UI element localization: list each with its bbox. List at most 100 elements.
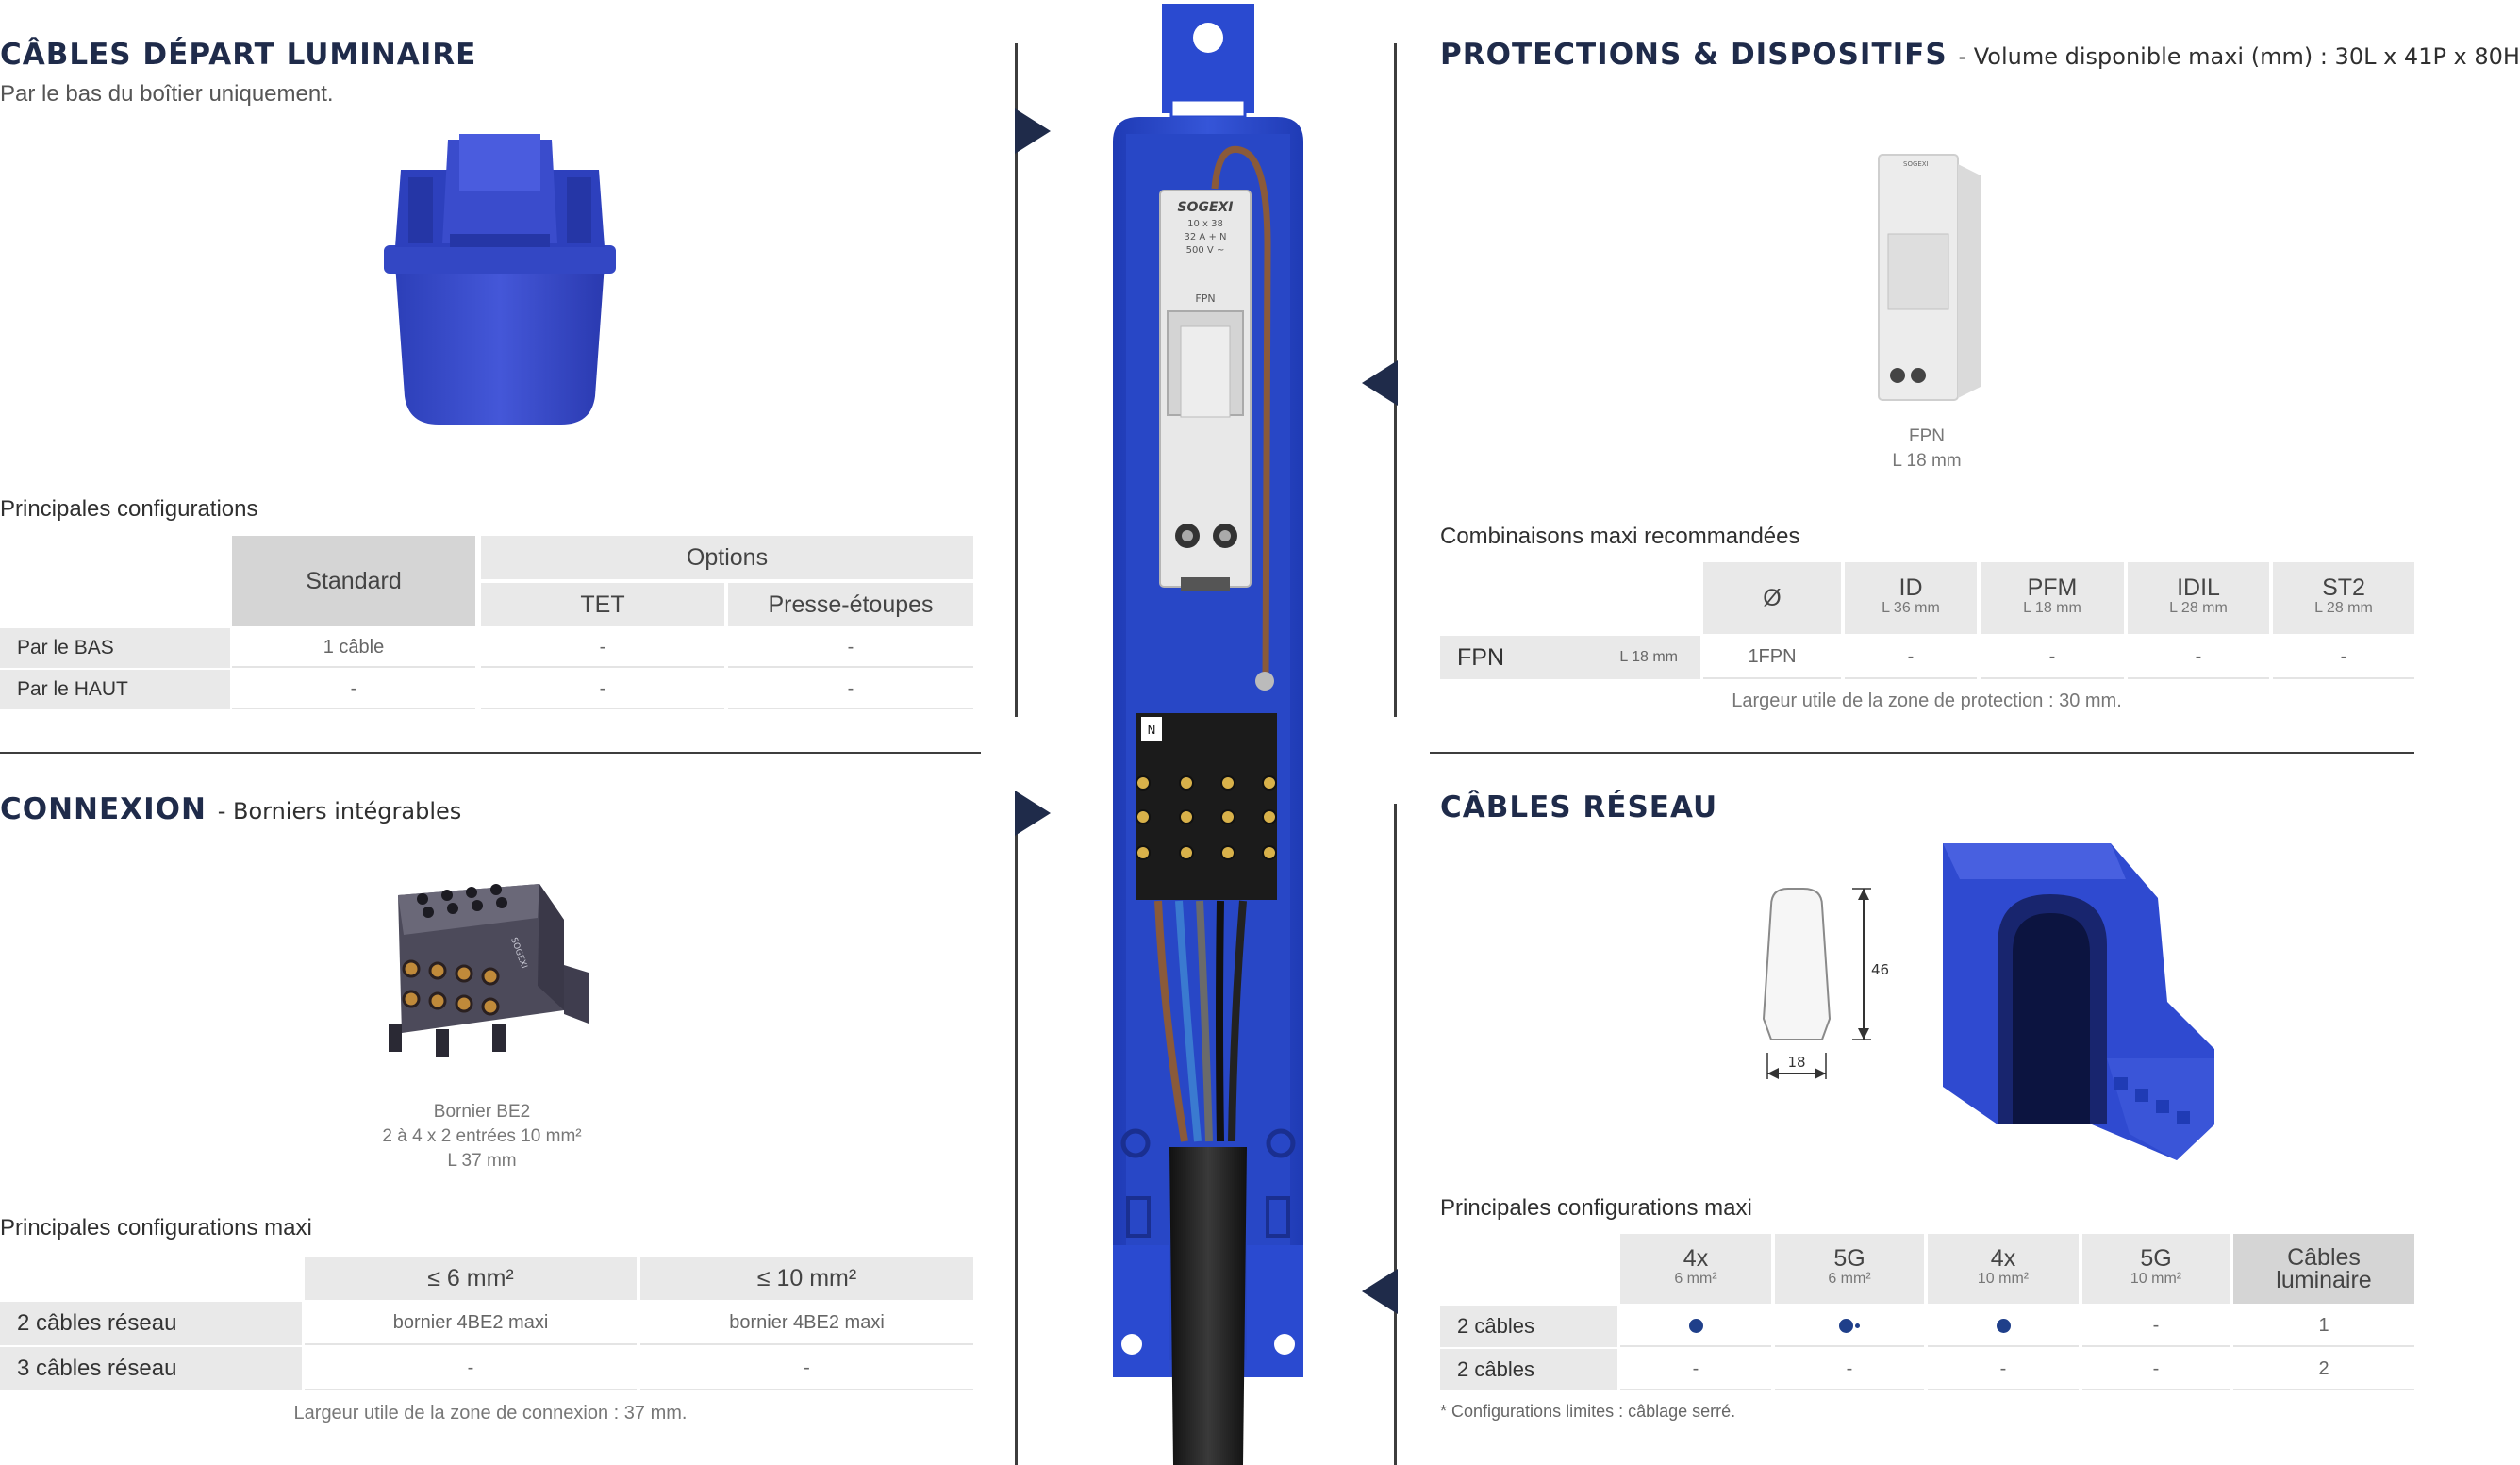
table-cell: bornier 4BE2 maxi bbox=[640, 1302, 973, 1345]
section-title-protections: PROTECTIONS & DISPOSITIFS - Volume dispo… bbox=[1440, 38, 2520, 72]
divider-right-bottom bbox=[1394, 804, 1397, 1465]
asterisk-dot-icon bbox=[1855, 1323, 1860, 1328]
note-reseau: * Configurations limites : câblage serré… bbox=[1440, 1402, 1736, 1421]
row-label: Par le BAS bbox=[0, 628, 230, 668]
row-label: FPN L 18 mm bbox=[1440, 636, 1700, 679]
col-dim: L 18 mm bbox=[2023, 600, 2081, 616]
divider-left-bottom bbox=[1015, 804, 1018, 1465]
dimension-height-label: 46 bbox=[1871, 961, 1889, 978]
connexion-subtitle: - Borniers intégrables bbox=[217, 798, 462, 824]
protections-subtitle: - Volume disponible maxi (mm) : 30L x 41… bbox=[1958, 43, 2520, 70]
table-cell: - bbox=[640, 1347, 973, 1390]
col-header-id: ID L 36 mm bbox=[1845, 562, 1977, 634]
col-header: 5G 10 mm² bbox=[2082, 1234, 2230, 1304]
table-cell: - bbox=[305, 1347, 637, 1390]
row-label: 3 câbles réseau bbox=[0, 1347, 302, 1390]
col-name: Câbles bbox=[2287, 1244, 2361, 1271]
fpn-fuse-holder-image: SOGEXI bbox=[1878, 154, 1981, 401]
table-cell: - bbox=[1981, 636, 2124, 679]
dot-icon bbox=[1688, 1318, 1703, 1333]
fpn-caption: FPN L 18 mm bbox=[1795, 425, 2059, 474]
table-cell: 1 bbox=[2233, 1306, 2414, 1347]
col-dim: L 28 mm bbox=[2314, 600, 2373, 616]
table-cell: - bbox=[1845, 636, 1977, 679]
fuse-spec-label: 10 x 38 bbox=[1187, 219, 1223, 229]
col-name: PFM bbox=[2027, 574, 2078, 601]
col-header-st2: ST2 L 28 mm bbox=[2273, 562, 2414, 634]
config-title-connexion: Principales configurations maxi bbox=[0, 1215, 312, 1240]
fuse-model-label: FPN bbox=[1195, 292, 1215, 305]
row-label: 2 câbles bbox=[1440, 1349, 1617, 1390]
table-cell: - bbox=[1928, 1349, 2079, 1390]
col-name: luminaire bbox=[2276, 1267, 2372, 1293]
col-header-options: Options bbox=[481, 536, 973, 579]
cable-gland-cap-image bbox=[384, 134, 616, 425]
dot-icon bbox=[1996, 1318, 2011, 1333]
fuse-spec-label: 32 A + N bbox=[1185, 232, 1227, 242]
fuse-spec-label: 500 V ~ bbox=[1186, 245, 1225, 256]
col-header-luminaire: Câbles luminaire bbox=[2233, 1234, 2414, 1304]
col-header-pfm: PFM L 18 mm bbox=[1981, 562, 2124, 634]
table-cell: - bbox=[2128, 636, 2269, 679]
row-dim: L 18 mm bbox=[1619, 649, 1678, 665]
cable-entry-dimension-drawing: 46 18 bbox=[1762, 888, 1889, 1079]
table-cell: - bbox=[1620, 1349, 1771, 1390]
config-title-reseau: Principales configurations maxi bbox=[1440, 1195, 1752, 1221]
col-name: 5G bbox=[1833, 1245, 1865, 1272]
col-header-idil: IDIL L 28 mm bbox=[2128, 562, 2269, 634]
col-header-presse: Presse-étoupes bbox=[728, 583, 973, 626]
col-header: 4x 10 mm² bbox=[1928, 1234, 2079, 1304]
section-title-luminaire: CÂBLES DÉPART LUMINAIRE bbox=[0, 38, 477, 72]
col-header-standard: Standard bbox=[232, 536, 475, 626]
table-cell: - bbox=[2082, 1306, 2230, 1347]
table-cell: - bbox=[1775, 1349, 1924, 1390]
col-header-diameter: Ø bbox=[1703, 562, 1841, 634]
col-header: 4x 6 mm² bbox=[1620, 1234, 1771, 1304]
col-header: 5G 6 mm² bbox=[1775, 1234, 1924, 1304]
fuse-brand-label: SOGEXI bbox=[1177, 200, 1233, 215]
col-name: 5G bbox=[2140, 1245, 2172, 1272]
table-cell: - bbox=[728, 628, 973, 668]
row-label: 2 câbles réseau bbox=[0, 1302, 302, 1345]
divider-left-top bbox=[1015, 43, 1018, 717]
caption-line: Bornier BE2 bbox=[433, 1102, 531, 1122]
section-title-reseau: CÂBLES RÉSEAU bbox=[1440, 791, 1718, 824]
arrow-right-icon bbox=[1015, 791, 1051, 836]
note-connexion: Largeur utile de la zone de connexion : … bbox=[293, 1403, 688, 1423]
note-protections: Largeur utile de la zone de protection :… bbox=[1732, 691, 2122, 711]
connexion-title: CONNEXION bbox=[0, 792, 207, 826]
row-label: Par le HAUT bbox=[0, 670, 230, 709]
row-label: 2 câbles bbox=[1440, 1306, 1617, 1347]
caption-line: L 37 mm bbox=[447, 1151, 517, 1171]
arrow-left-icon bbox=[1362, 360, 1398, 406]
col-dim: 10 mm² bbox=[1977, 1271, 2030, 1287]
divider-horizontal-right bbox=[1430, 752, 2414, 754]
col-dim: 6 mm² bbox=[1828, 1271, 1871, 1287]
col-header: ≤ 10 mm² bbox=[640, 1257, 973, 1300]
caption-line: L 18 mm bbox=[1892, 451, 1962, 471]
config-title-protections: Combinaisons maxi recommandées bbox=[1440, 524, 1800, 549]
table-cell-dot bbox=[1928, 1306, 2079, 1347]
table-cell: - bbox=[728, 670, 973, 709]
table-cell: 2 bbox=[2233, 1349, 2414, 1390]
table-cell-dot bbox=[1775, 1306, 1924, 1347]
section-title-connexion: CONNEXION - Borniers intégrables bbox=[0, 792, 461, 826]
table-cell: - bbox=[481, 628, 724, 668]
section-subtitle-luminaire: Par le bas du boîtier uniquement. bbox=[0, 81, 334, 107]
col-dim: L 36 mm bbox=[1882, 600, 1940, 616]
col-name: ID bbox=[1898, 574, 1923, 601]
table-cell: 1FPN bbox=[1703, 636, 1841, 679]
caption-line: FPN bbox=[1909, 426, 1945, 446]
table-cell: - bbox=[232, 670, 475, 709]
table-cell: - bbox=[481, 670, 724, 709]
col-dim: 10 mm² bbox=[2130, 1271, 2182, 1287]
divider-horizontal-left bbox=[0, 752, 981, 754]
junction-box-image: SOGEXI 10 x 38 32 A + N 500 V ~ FPN N bbox=[1113, 4, 1303, 1465]
dot-icon bbox=[1839, 1318, 1853, 1333]
col-name: 4x bbox=[1990, 1245, 2016, 1272]
table-cell: - bbox=[2273, 636, 2414, 679]
config-title-luminaire: Principales configurations bbox=[0, 496, 258, 522]
caption-line: 2 à 4 x 2 entrées 10 mm² bbox=[382, 1126, 582, 1146]
col-header-tet: TET bbox=[481, 583, 724, 626]
row-name: FPN bbox=[1457, 643, 1504, 671]
